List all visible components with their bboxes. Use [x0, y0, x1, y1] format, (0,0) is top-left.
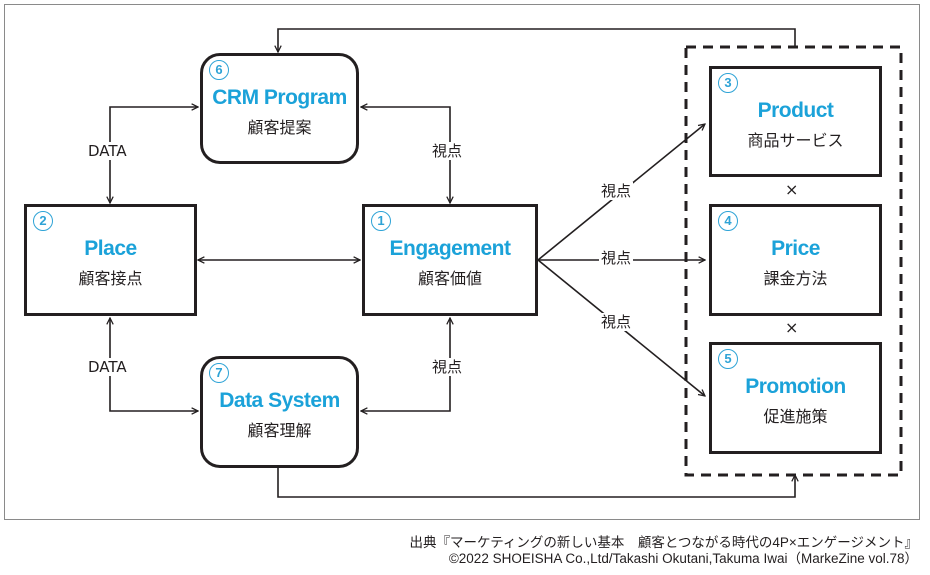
node-title: Data System [219, 389, 340, 412]
node-subtitle: 促進施策 [763, 407, 828, 426]
node-subtitle: 顧客提案 [247, 118, 312, 137]
node-title: Product [757, 99, 834, 122]
source-caption: 出典『マーケティングの新しい基本 顧客とつながる時代の4P×エンゲージメント』 … [409, 535, 918, 567]
node-place: 2 Place 顧客接点 [24, 204, 197, 316]
caption-copyright-line: ©2022 SHOEISHA Co.,Ltd/Takashi Okutani,T… [448, 551, 918, 566]
node-promotion: 5 Promotion 促進施策 [709, 342, 882, 454]
node-title: Promotion [745, 375, 846, 398]
node-data-system: 7 Data System 顧客理解 [200, 356, 359, 468]
node-title: Price [771, 237, 820, 260]
node-subtitle: 商品サービス [747, 131, 844, 150]
edge-label-data-top: DATA [86, 142, 129, 160]
node-price: 4 Price 課金方法 [709, 204, 882, 316]
4p-group-dashed-border [684, 45, 903, 477]
node-product: 3 Product 商品サービス [709, 66, 882, 177]
arrow-crm-engagement [361, 107, 450, 203]
node-title: Engagement [389, 237, 511, 260]
arrow-place-datasystem [110, 318, 198, 411]
node-subtitle: 顧客接点 [78, 269, 143, 288]
edge-label-viewpoint-promotion: 視点 [599, 313, 634, 331]
node-subtitle: 課金方法 [763, 269, 828, 288]
node-number-badge: 2 [33, 211, 53, 231]
node-title: CRM Program [212, 86, 347, 109]
node-subtitle: 顧客理解 [247, 421, 312, 440]
diagram-frame [4, 4, 920, 520]
loop-4p-to-crm [278, 28, 796, 52]
node-number-badge: 5 [718, 349, 738, 369]
multiply-symbol: × [785, 318, 799, 337]
edge-label-viewpoint-crm: 視点 [430, 142, 465, 160]
node-number-badge: 6 [209, 60, 229, 80]
edge-label-viewpoint-datasystem: 視点 [430, 358, 465, 376]
edge-label-viewpoint-price: 視点 [599, 249, 634, 267]
edge-label-data-bottom: DATA [86, 358, 129, 376]
arrow-place-crm [110, 107, 198, 203]
caption-source-line: 出典『マーケティングの新しい基本 顧客とつながる時代の4P×エンゲージメント』 [409, 535, 918, 550]
edge-label-viewpoint-product: 視点 [599, 182, 634, 200]
node-number-badge: 3 [718, 73, 738, 93]
node-title: Place [84, 237, 137, 260]
node-engagement: 1 Engagement 顧客価値 [362, 204, 538, 316]
node-crm-program: 6 CRM Program 顧客提案 [200, 53, 359, 164]
node-number-badge: 7 [209, 363, 229, 383]
node-subtitle: 顧客価値 [417, 269, 482, 288]
arrow-engagement-datasystem [361, 318, 450, 411]
node-number-badge: 4 [718, 211, 738, 231]
node-number-badge: 1 [371, 211, 391, 231]
loop-datasystem-to-4p [277, 467, 795, 498]
multiply-symbol: × [785, 180, 799, 199]
